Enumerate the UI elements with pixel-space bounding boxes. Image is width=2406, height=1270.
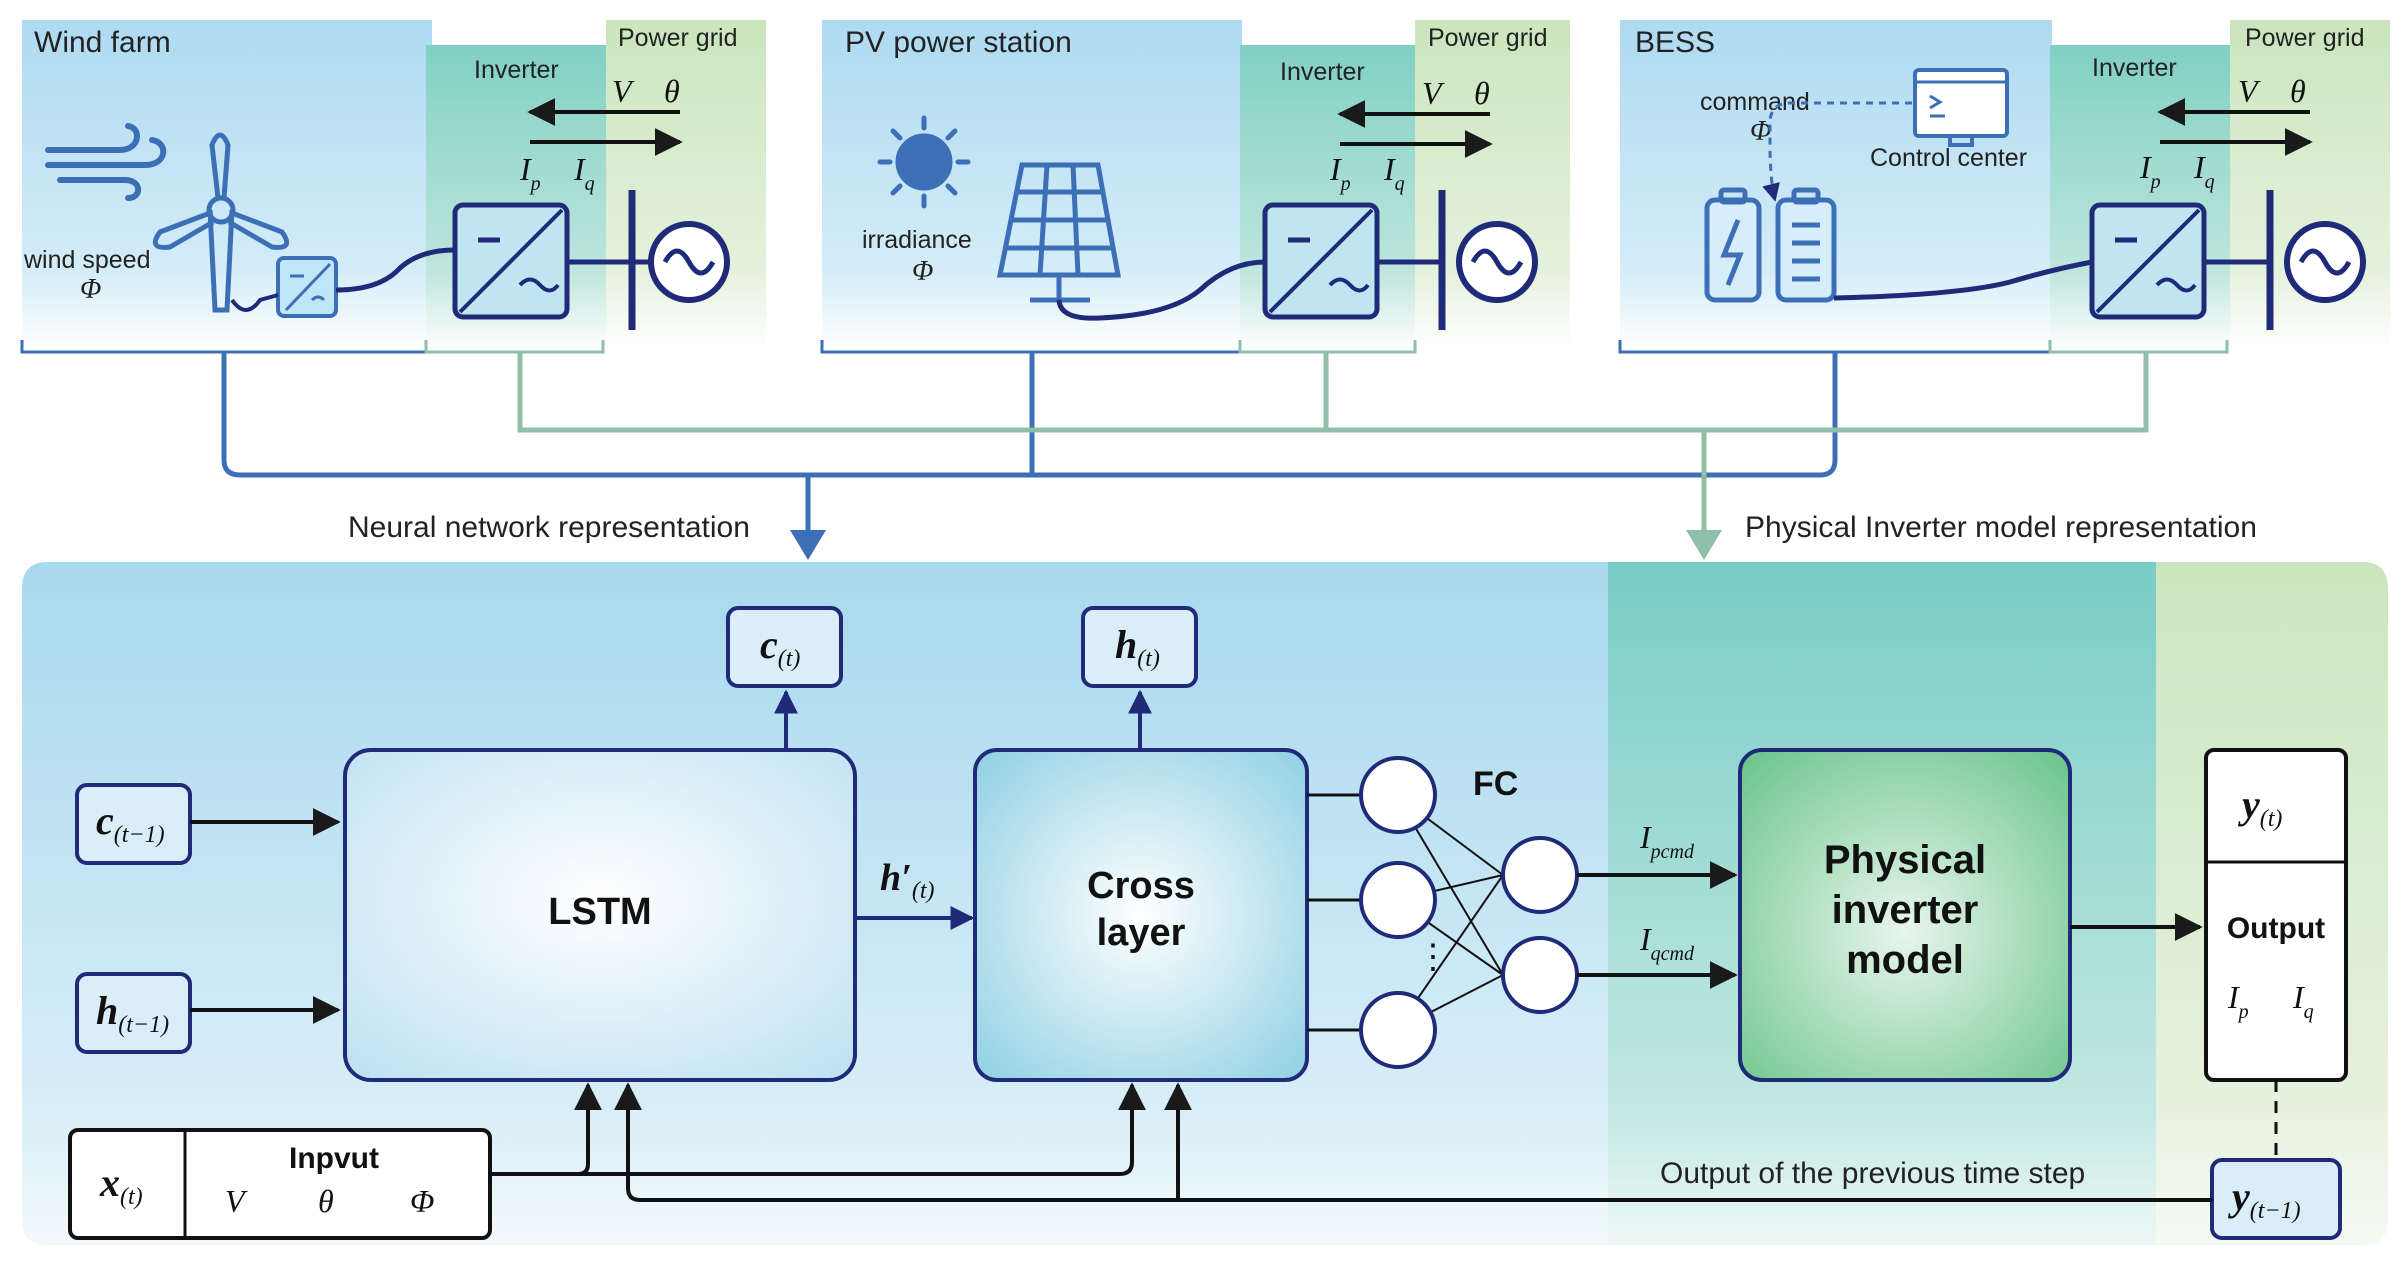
physical-model-label: Physical Inverter model representation — [1745, 511, 2257, 544]
input-x-label: x(t) — [99, 1160, 143, 1210]
hidden-state-output: h(t) — [1081, 606, 1198, 688]
output-label: Output — [2227, 912, 2325, 945]
wind-farm-title: Wind farm — [34, 26, 171, 59]
input-phi-symbol: Φ — [410, 1183, 434, 1219]
bess-inverter-label: Inverter — [2092, 54, 2177, 82]
wind-grid-label: Power grid — [618, 24, 738, 52]
svg-text:h(t): h(t) — [1115, 622, 1160, 672]
cross-layer-block: Cross layer — [973, 748, 1309, 1082]
iqcmd-label: Iqcmd — [1639, 921, 1695, 965]
pv-theta-symbol: θ — [1474, 75, 1490, 111]
fc-label: FC — [1473, 765, 1518, 803]
neural-network-label: Neural network representation — [348, 511, 750, 544]
bess-ip-symbol: Ip — [2139, 149, 2161, 193]
svg-text:Cross: Cross — [1087, 865, 1195, 907]
battery-icon — [1704, 187, 1837, 303]
pv-ip-symbol: Ip — [1329, 151, 1351, 195]
bess-iq-symbol: Iq — [2193, 149, 2215, 193]
bess-inverter-icon — [2089, 202, 2207, 320]
svg-text:inverter: inverter — [1832, 888, 1979, 932]
svg-text:h(t−1): h(t−1) — [96, 988, 169, 1038]
input-box: x(t) Inpvut V θ Φ — [68, 1128, 492, 1240]
sun-icon — [877, 115, 971, 209]
pv-grid-label: Power grid — [1428, 24, 1548, 52]
control-center-label: Control center — [1870, 144, 2027, 172]
output-iq-symbol: Iq — [2292, 979, 2314, 1023]
wind-ip-symbol: Ip — [519, 151, 541, 195]
bess-title: BESS — [1635, 26, 1715, 59]
pv-station-title: PV power station — [845, 26, 1072, 59]
input-title: Inpvut — [289, 1142, 379, 1175]
cell-state-output: c(t) — [726, 606, 843, 688]
output-box: y(t) Output Ip Iq — [2204, 748, 2348, 1082]
intermediate-hidden-label: h′(t) — [880, 857, 934, 904]
wind-turbine-icon — [152, 132, 290, 313]
wind-inverter-label: Inverter — [474, 56, 559, 84]
wind-farm-panel: Wind farm Inverter Power grid wind speed… — [20, 20, 766, 354]
svg-text:model: model — [1846, 938, 1964, 982]
fully-connected-layer — [1307, 756, 1579, 1069]
neural-network-connector — [221, 352, 1838, 560]
prev-step-label: Output of the previous time step — [1660, 1157, 2085, 1190]
irradiance-label: irradiance — [862, 226, 972, 254]
wind-phi-symbol: Φ — [80, 274, 101, 305]
fc-ellipsis: ⋮ — [1416, 938, 1450, 976]
svg-text:layer: layer — [1097, 912, 1186, 954]
wind-icon — [45, 123, 167, 201]
bess-v-symbol: V — [2238, 73, 2261, 109]
bess-grid-label: Power grid — [2245, 24, 2365, 52]
bess-theta-symbol: θ — [2290, 73, 2306, 109]
prev-cell-state-input: c(t−1) — [75, 783, 192, 865]
pv-v-symbol: V — [1422, 75, 1445, 111]
pv-grid-source-icon — [1456, 221, 1538, 303]
output-ip-symbol: Ip — [2227, 979, 2249, 1023]
command-dashed-arrow — [1762, 101, 1912, 202]
pv-inverter-label: Inverter — [1280, 58, 1365, 86]
command-phi-symbol: Φ — [1750, 116, 1771, 147]
bess-grid-source-icon — [2284, 221, 2366, 303]
pv-iq-symbol: Iq — [1383, 151, 1405, 195]
wind-theta-symbol: θ — [664, 73, 680, 109]
pv-inverter-icon — [1262, 202, 1380, 320]
pv-phi-symbol: Φ — [912, 256, 933, 287]
prev-hidden-state-input: h(t−1) — [75, 972, 192, 1054]
pv-station-panel: PV power station Inverter Power grid irr… — [820, 20, 1570, 354]
svg-text:c(t−1): c(t−1) — [96, 798, 165, 848]
physical-inverter-model-block: Physical inverter model — [1738, 748, 2072, 1082]
wind-speed-label: wind speed — [23, 246, 150, 274]
prev-output-feedback-arrow — [614, 1082, 2212, 1202]
input-v-symbol: V — [225, 1183, 248, 1219]
wind-inverter-icon — [452, 202, 570, 320]
svg-text:c(t): c(t) — [760, 622, 800, 672]
svg-text:LSTM: LSTM — [548, 891, 651, 933]
physical-model-connector — [517, 352, 2149, 560]
bess-panel: BESS Inverter Power grid command Φ Contr… — [1618, 20, 2390, 354]
wind-v-symbol: V — [612, 73, 635, 109]
ipcmd-label: Ipcmd — [1639, 819, 1695, 863]
control-center-icon — [1913, 68, 2009, 147]
wind-grid-source-icon — [632, 221, 730, 303]
wind-iq-symbol: Iq — [573, 151, 595, 195]
prev-output-box: y(t−1) — [2210, 1158, 2342, 1240]
output-y-label: y(t) — [2238, 782, 2282, 832]
svg-text:y(t−1): y(t−1) — [2228, 1174, 2301, 1224]
svg-text:Physical: Physical — [1824, 838, 1986, 882]
input-to-cross-arrow — [578, 1082, 1146, 1176]
input-theta-symbol: θ — [318, 1183, 334, 1219]
lstm-block: LSTM — [343, 748, 857, 1082]
